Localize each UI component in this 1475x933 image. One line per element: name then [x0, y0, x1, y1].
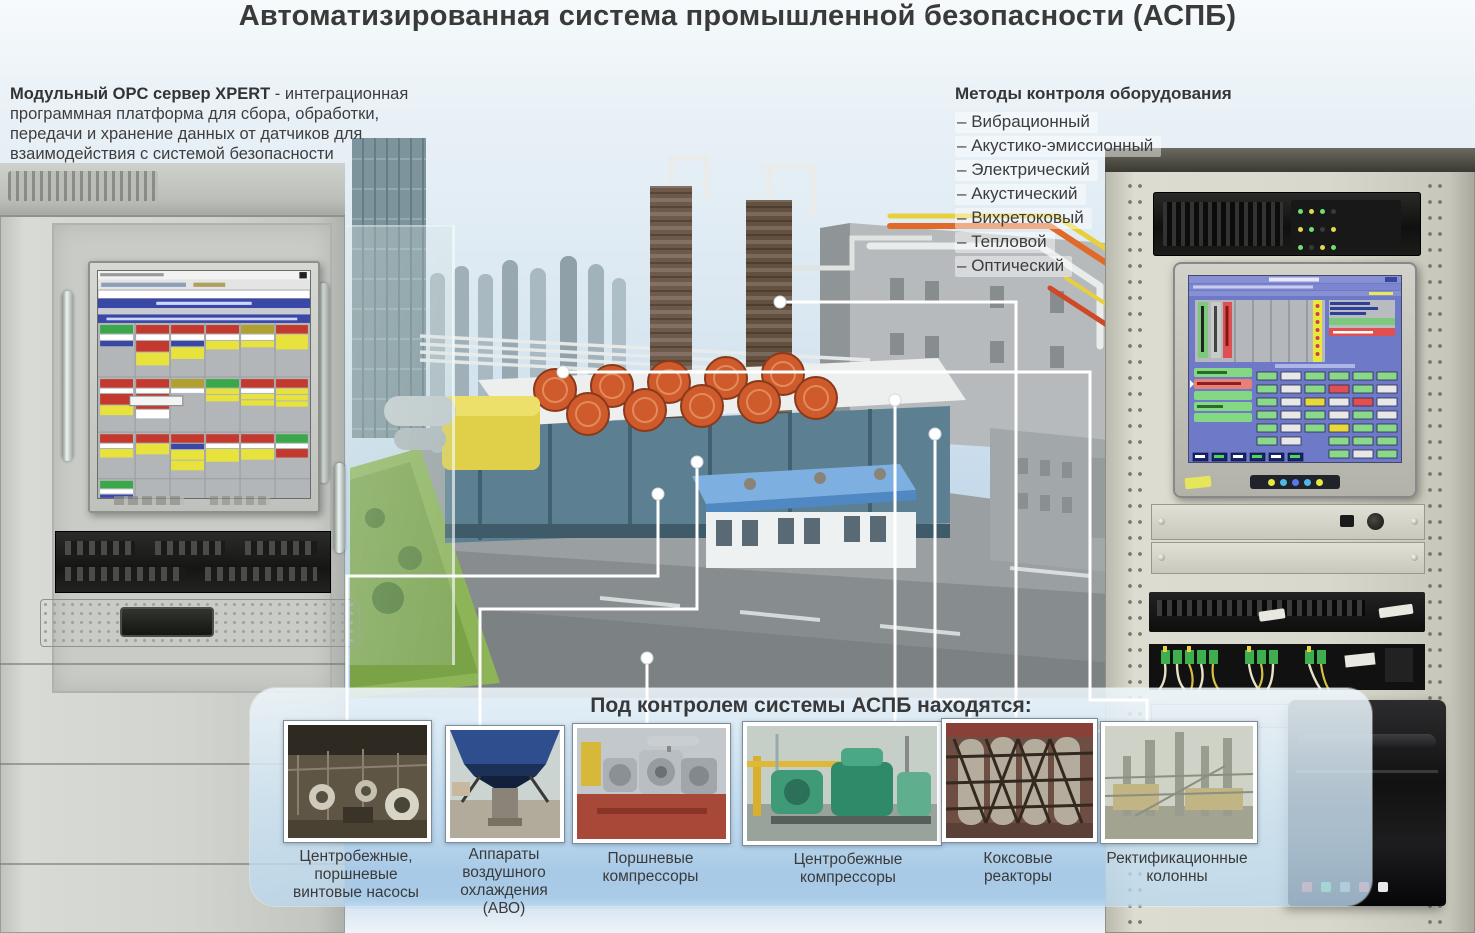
- rack-top-opening: [1105, 148, 1475, 172]
- page-title: Автоматизированная система промышленной …: [238, 0, 1237, 32]
- monitor-osd-buttons: [1250, 475, 1340, 489]
- door-handle: [62, 291, 73, 461]
- photo-piston-compressors: [572, 723, 731, 844]
- photo-label-piston-compressors: Поршневые компрессоры: [602, 850, 699, 885]
- strip-title: Под контролем системы АСПБ находятся:: [590, 694, 1032, 717]
- logo-sticker: [1184, 475, 1212, 490]
- blank-rack-panel: [1151, 504, 1425, 540]
- air-cooler-photo-image: [450, 730, 560, 838]
- photo-label-air-cooler: Аппараты воздушного охлаждения (АВО): [460, 846, 548, 917]
- method-item-optical: Оптический: [955, 256, 1073, 277]
- right-rack-monitor: [1173, 262, 1417, 498]
- method-item-eddy-current: Вихретоковый: [955, 208, 1092, 229]
- method-item-thermal: Тепловой: [955, 232, 1055, 253]
- photo-label-pumps: Центробежные, поршневые винтовые насосы: [293, 848, 419, 901]
- tray-latch: [120, 607, 214, 637]
- vent-grille: [8, 171, 158, 201]
- photo-label-centrifugal-compressors: Центробежные компрессоры: [793, 851, 903, 886]
- opc-server-name: Модульный OPC сервер XPERT: [10, 85, 271, 103]
- photo-centrifugal-pumps: [283, 720, 432, 843]
- method-item-electrical: Электрический: [955, 160, 1098, 181]
- left-rack-monitor: [88, 261, 320, 513]
- door-handle: [318, 283, 329, 483]
- photo-air-cooler: [445, 725, 565, 843]
- photo-centrifugal-compressors: [742, 721, 942, 846]
- centrifugal-compressors-photo-image: [747, 726, 937, 841]
- door-hinge: [334, 463, 345, 553]
- methods-title: Методы контроля оборудования: [955, 84, 1232, 103]
- piston-compressors-photo-image: [577, 728, 726, 839]
- rack-top-cap: [0, 163, 345, 217]
- photo-coke-reactors: [941, 718, 1098, 843]
- monitor-model-label: [114, 496, 184, 505]
- photo-rectification-columns: [1100, 721, 1258, 844]
- method-item-vibration: Вибрационный: [955, 112, 1098, 133]
- left-scada-screen: [97, 270, 311, 499]
- coke-reactors-photo-image: [946, 723, 1093, 838]
- method-item-acoustic-emission: Акустико-эмиссионный: [955, 136, 1162, 157]
- pumps-photo-image: [288, 725, 427, 838]
- patch-panel: [1149, 592, 1425, 632]
- ups-led-panel: [1291, 200, 1401, 250]
- method-item-acoustic: Акустический: [955, 184, 1086, 205]
- glass-door-pane: [346, 225, 455, 665]
- rectification-columns-photo-image: [1105, 726, 1253, 839]
- control-methods-block: Методы контроля оборудования Вибрационны…: [955, 84, 1255, 280]
- photo-label-rectification-columns: Ректификационные колонны: [1106, 850, 1248, 885]
- blank-rack-panel: [1151, 542, 1425, 574]
- rack-server-unit: [55, 531, 331, 593]
- opc-server-description: Модульный OPC сервер XPERT - интеграцион…: [10, 85, 409, 164]
- right-scada-screen: [1188, 275, 1402, 463]
- wired-terminal-panel: [1149, 644, 1425, 691]
- monitor-brand-label: [210, 496, 270, 505]
- ups-unit: [1153, 192, 1421, 256]
- photo-label-coke-reactors: Коксовые реакторы: [983, 850, 1053, 885]
- left-server-rack: [0, 163, 360, 933]
